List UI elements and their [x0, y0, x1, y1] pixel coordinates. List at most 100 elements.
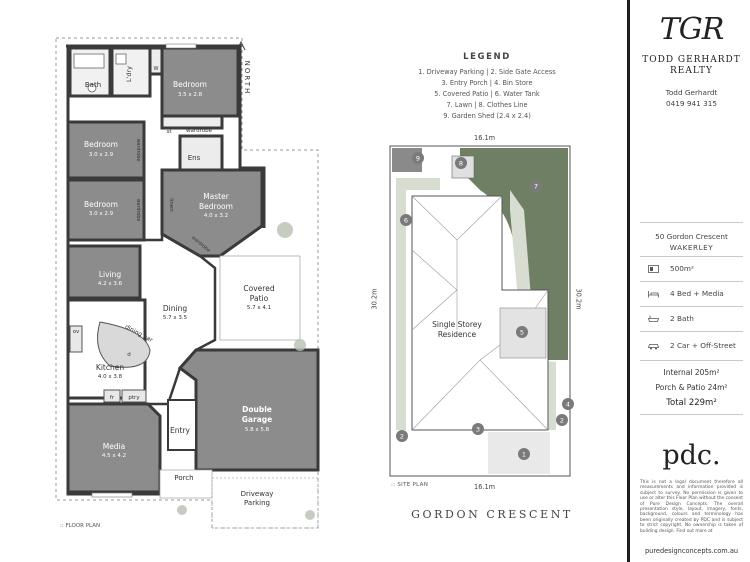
legend-line-2: 3. Entry Porch | 4. Bin Store — [441, 79, 533, 87]
bath-label: Bath — [85, 81, 101, 89]
legend-line-3: 5. Covered Patio | 6. Water Tank — [434, 90, 540, 98]
dishwasher-label: d — [127, 352, 131, 358]
garage-size: 5.8 x 5.8 — [245, 427, 270, 433]
shrub — [177, 505, 187, 515]
bathtub — [73, 53, 105, 69]
bed-top-size: 3.5 x 2.8 — [178, 92, 203, 98]
property-suburb: WAKERLEY — [669, 243, 714, 252]
divider — [640, 281, 743, 282]
agency-logo-mark: TGR — [659, 12, 725, 47]
oven-unit — [69, 325, 83, 353]
dining-size: 5.7 x 3.5 — [163, 315, 188, 321]
laundry-tub — [115, 53, 127, 65]
bed-icon — [648, 291, 659, 298]
entry-label: Entry — [170, 426, 191, 435]
marker-2-left: 2 — [396, 430, 408, 442]
feature-land: 500m² — [644, 263, 744, 277]
wardrobe-bed3-label: wardrobe — [135, 199, 141, 222]
bed-top-name: Bedroom — [173, 80, 207, 89]
driveway-area — [211, 477, 319, 529]
pantry — [121, 389, 147, 403]
entry-hall — [167, 399, 197, 451]
window-bedroom-top — [165, 43, 197, 49]
divider — [640, 306, 743, 307]
covered-name-2: Patio — [250, 294, 269, 303]
total-area: Total 229m² — [666, 398, 717, 408]
divider — [640, 256, 743, 257]
wc-label: W — [154, 66, 159, 72]
agency-name-1: TODD GERHARDT — [642, 55, 741, 65]
porch-patio-area: Porch & Patio 24m² — [655, 383, 728, 392]
media-size: 4.5 x 4.2 — [102, 453, 126, 459]
legend-line-4: 7. Lawn | 8. Clothes Line — [446, 101, 528, 109]
linen-label: linen — [168, 198, 174, 212]
feature-car-label: 2 Car + Off-Street — [670, 341, 736, 350]
shrub — [277, 222, 293, 238]
covered-size: 5.7 x 4.1 — [247, 305, 271, 311]
driveway-label: Driveway — [241, 490, 274, 498]
bed3-size: 3.0 x 2.9 — [89, 211, 114, 217]
master-name: Master — [203, 192, 230, 201]
agency-name-2: REALTY — [669, 66, 714, 76]
agent-name: Todd Gerhardt — [665, 88, 718, 97]
wardrobe-top — [160, 114, 224, 130]
laundry-label: L'dry — [125, 66, 133, 82]
site-width-bottom: 16.1m — [474, 483, 496, 491]
fridge-label: fr — [110, 395, 115, 401]
internal-area: Internal 205m² — [663, 368, 720, 377]
designer-url[interactable]: puredesignconcepts.com.au — [644, 547, 739, 555]
land-area-icon — [648, 265, 659, 273]
residence-line-1: Single Storey — [432, 320, 482, 329]
agent-phone[interactable]: 0419 941 315 — [665, 99, 718, 108]
divider — [640, 331, 743, 332]
designer-logo: pdc. — [662, 440, 721, 471]
bedroom-3 — [66, 178, 146, 242]
floor-plan-label: :: FLOOR PLAN — [60, 523, 100, 529]
shrub — [305, 510, 315, 520]
svg-text:9: 9 — [416, 155, 420, 163]
marker-2-right: 2 — [556, 414, 568, 426]
feature-bath: 2 Bath — [644, 313, 744, 327]
svg-text:8: 8 — [459, 160, 463, 168]
wardrobe-bed2-label: wardrobe — [135, 139, 141, 162]
bed2-name: Bedroom — [84, 140, 118, 149]
feature-bath-label: 2 Bath — [670, 314, 694, 323]
legend-title: LEGEND — [463, 52, 511, 62]
car-icon — [648, 344, 659, 350]
feature-bed-label: 4 Bed + Media — [670, 289, 724, 298]
bed3-name: Bedroom — [84, 200, 118, 209]
site-plan-label: :: SITE PLAN — [391, 482, 429, 488]
laundry-room — [110, 46, 152, 98]
oven-label: ov — [73, 329, 80, 335]
wardrobe-top-label: wardrobe — [186, 128, 213, 134]
feature-car: 2 Car + Off-Street — [644, 340, 744, 354]
legend-line-5: 9. Garden Shed (2.4 x 2.4) — [443, 112, 531, 120]
residence-line-2: Residence — [438, 330, 477, 339]
porch-label: Porch — [174, 474, 193, 482]
feature-bed: 4 Bed + Media — [644, 288, 744, 302]
bedroom-2 — [66, 120, 146, 180]
marker-8: 8 — [455, 157, 467, 169]
bed2-size: 3.0 x 2.9 — [89, 152, 114, 158]
kitchen-size: 4.0 x 3.8 — [98, 374, 123, 380]
living-name: Living — [99, 270, 122, 279]
garage-name: Double — [242, 405, 272, 414]
designer-disclaimer: This is not a legal document therefore a… — [640, 480, 743, 534]
kitchen-name: Kitchen — [96, 363, 124, 372]
svg-text:1: 1 — [522, 451, 526, 459]
north-label: NORTH — [243, 61, 251, 96]
svg-text:2: 2 — [560, 417, 564, 425]
site-width-top: 16.1m — [474, 134, 496, 142]
covered-name: Covered — [243, 284, 274, 293]
divider — [640, 222, 743, 223]
site-plan: Single Storey Residence 1 2 2 3 4 5 6 7 … — [389, 145, 574, 477]
marker-4: 4 — [562, 398, 574, 410]
site-depth-left: 30.2m — [370, 288, 379, 310]
svg-text:5: 5 — [520, 329, 524, 337]
info-panel: TGR TODD GERHARDT REALTY Todd Gerhardt 0… — [627, 0, 750, 562]
svg-text:4: 4 — [566, 401, 570, 409]
marker-7: 7 — [530, 180, 542, 192]
master-size: 4.0 x 3.2 — [204, 213, 228, 219]
window-media — [91, 492, 133, 498]
ensuite-label: Ens — [188, 154, 201, 162]
